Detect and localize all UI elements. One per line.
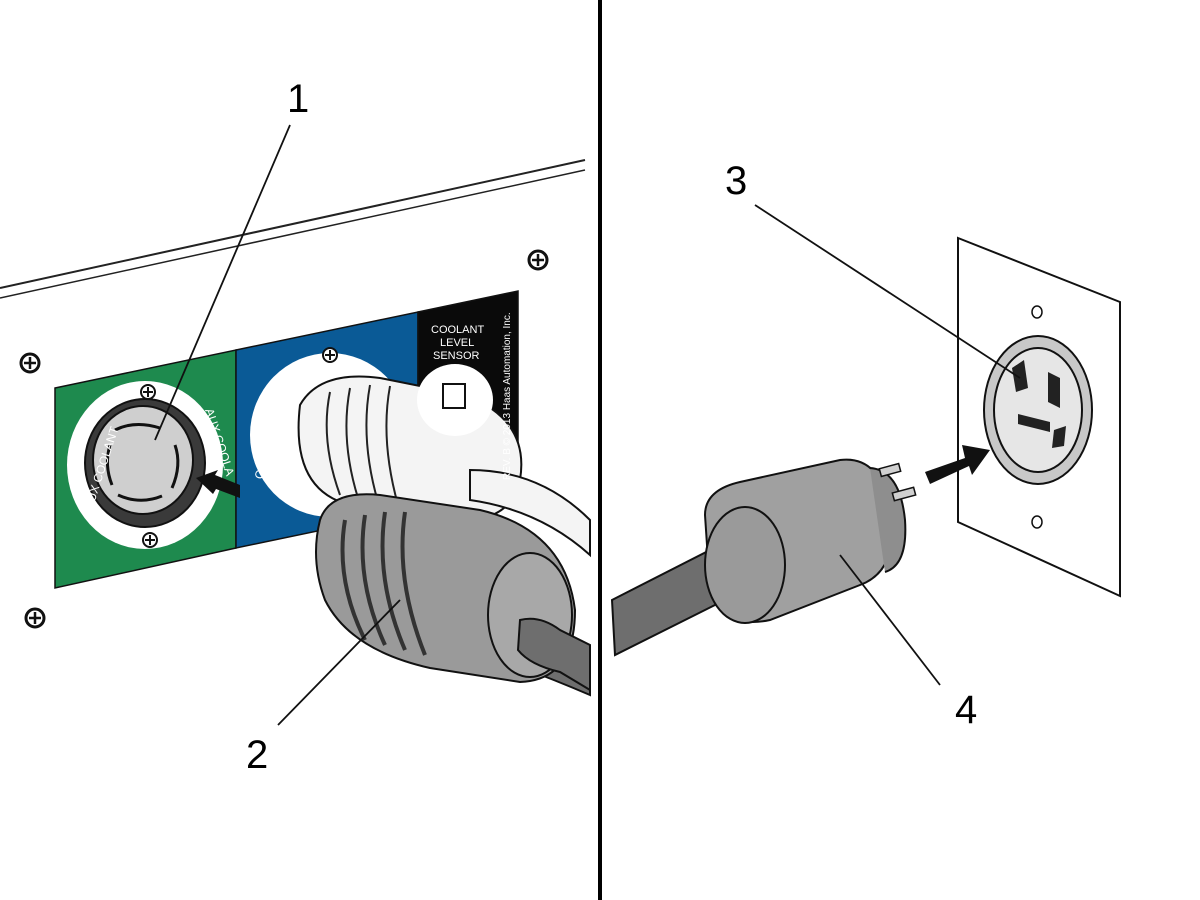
level-sensor-label-3: SENSOR xyxy=(433,350,480,362)
aux-plug-cord-end xyxy=(516,617,591,692)
aux-plug-grip xyxy=(340,511,427,656)
level-sensor-label-1: COOLANT xyxy=(431,324,484,336)
receptacle-face xyxy=(92,405,194,515)
plate-screw-hole xyxy=(1031,305,1043,319)
receptacle-slot xyxy=(105,444,114,486)
plate-screw-hole xyxy=(1031,515,1043,529)
wall-plug-back xyxy=(704,506,786,624)
cabinet-edge-line xyxy=(0,159,586,289)
leader-line-1 xyxy=(154,124,291,441)
level-sensor-port xyxy=(417,364,493,436)
level-sensor-label-2: LEVEL xyxy=(440,337,474,349)
level-sensor-area: COOLANT LEVEL SENSOR REV. B © 2013 Haas … xyxy=(417,312,513,480)
right-panel: 3 4 xyxy=(610,159,1121,732)
callout-1: 1 xyxy=(287,77,309,121)
leader-line-4 xyxy=(839,554,941,686)
aux-coolant-plug xyxy=(315,493,591,697)
coolant-cord xyxy=(469,468,591,558)
callout-2: 2 xyxy=(246,733,268,777)
level-sensor-socket xyxy=(442,383,466,409)
wall-plug-prong xyxy=(891,486,917,502)
callout-3: 3 xyxy=(725,159,747,203)
receptacle-slot xyxy=(170,444,180,489)
screw-icon xyxy=(142,532,158,548)
wall-receptacle-slot xyxy=(1012,360,1028,392)
wall-receptacle-slot xyxy=(1048,372,1060,408)
leader-line-2 xyxy=(277,599,401,726)
screw-icon xyxy=(322,347,338,363)
screw-icon xyxy=(527,249,549,271)
wall-plug xyxy=(610,458,917,657)
receptacle-slot xyxy=(117,493,163,502)
screw-icon xyxy=(140,384,156,400)
screw-icon xyxy=(19,352,41,374)
screw-icon xyxy=(24,607,46,629)
aux-coolant-receptacle: AUX COOLANT AUX COOLA xyxy=(67,381,237,549)
coolant-receptacle: COOLANT xyxy=(250,347,591,558)
wall-receptacle xyxy=(983,335,1093,485)
insert-arrow-icon xyxy=(925,445,990,484)
insert-arrow-icon xyxy=(196,470,240,498)
callout-4: 4 xyxy=(955,688,977,732)
left-panel: AUX COOLANT AUX COOLA COOLANT COOLANT LE… xyxy=(0,77,591,777)
copyright-text: REV. B © 2013 Haas Automation, Inc. xyxy=(502,312,513,480)
wall-plug-prong xyxy=(878,462,902,478)
receptacle-slot xyxy=(114,423,161,432)
wall-receptacle-slot xyxy=(1018,414,1050,432)
coolant-plug-ridges xyxy=(325,384,399,506)
cabinet-edge-line-2 xyxy=(0,169,586,299)
leader-line-3 xyxy=(754,204,1021,379)
wall-receptacle-face xyxy=(993,347,1083,473)
wall-receptacle-slot xyxy=(1052,426,1066,448)
